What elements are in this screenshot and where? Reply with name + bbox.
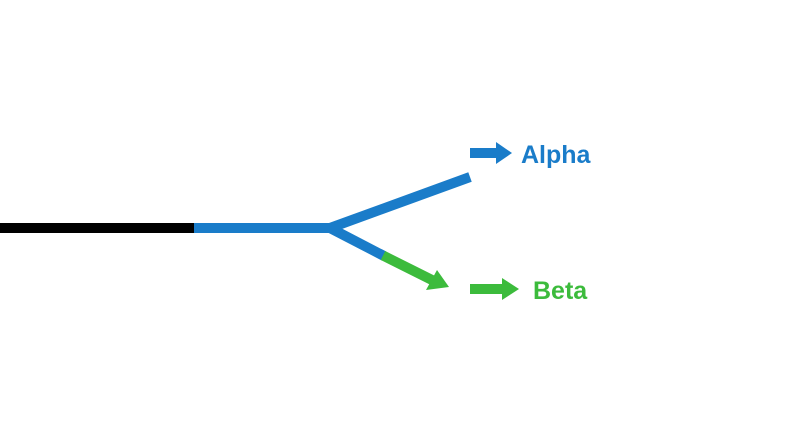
beta-branch-line xyxy=(380,251,437,286)
lower-branch-blue-segment xyxy=(327,223,387,261)
beta-branch-arrowhead xyxy=(426,270,449,290)
alpha-label: Alpha xyxy=(521,141,592,169)
alpha-arrow-icon xyxy=(470,142,512,164)
beta-arrow-icon xyxy=(470,278,519,300)
beta-label: Beta xyxy=(533,277,588,305)
alpha-branch-line xyxy=(328,172,472,233)
